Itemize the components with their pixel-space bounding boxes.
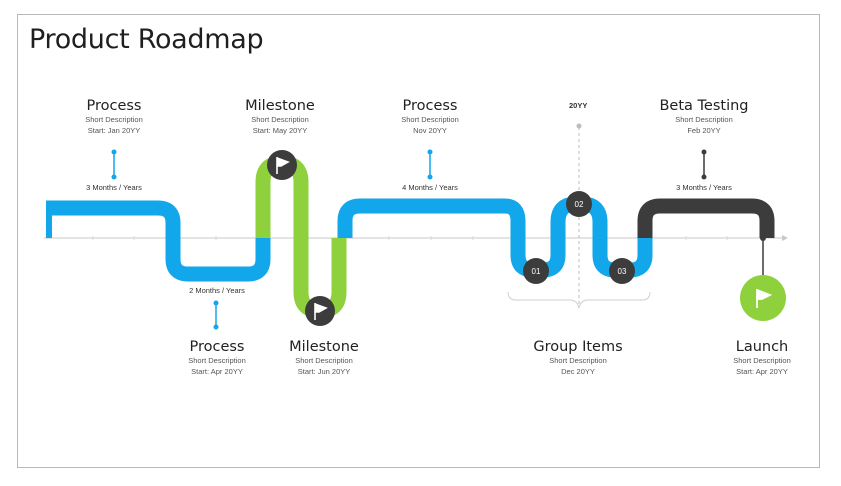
event-desc: Short Description: [85, 115, 143, 124]
path-milestone: [255, 155, 347, 319]
event-title: Process: [86, 98, 142, 114]
flag-icon: [756, 289, 773, 308]
connector-beta: [701, 149, 707, 180]
event-beta-testing: Beta Testing Short Description Feb 20YY: [639, 98, 769, 136]
event-desc: Short Description: [675, 115, 733, 124]
event-date: Dec 20YY: [561, 367, 595, 376]
event-desc: Short Description: [733, 356, 791, 365]
milestone-node-1: [267, 150, 297, 180]
flag-icon: [276, 157, 290, 174]
connector-process-1: [111, 149, 117, 180]
event-desc: Short Description: [251, 115, 309, 124]
duration-process-3: 4 Months / Years: [402, 183, 458, 192]
duration-beta-testing: 3 Months / Years: [676, 183, 732, 192]
milestone-node-2: [305, 296, 335, 326]
event-title: Milestone: [245, 98, 315, 114]
path-process-1: [46, 200, 271, 282]
event-process-3: Process Short Description Nov 20YY: [365, 98, 495, 136]
event-date: Start: Apr 20YY: [191, 367, 243, 376]
event-title: Beta Testing: [659, 98, 749, 114]
duration-process-2: 2 Months / Years: [189, 286, 245, 295]
connector-process-3: [427, 149, 433, 180]
page-title: Product Roadmap: [29, 24, 264, 55]
event-process-2: Process Short Description Start: Apr 20Y…: [152, 339, 282, 377]
year-marker-label: 20YY: [569, 101, 588, 110]
path-beta: [637, 198, 775, 238]
event-desc: Short Description: [401, 115, 459, 124]
group-node-label-3: 03: [618, 267, 627, 276]
event-group-items: Group Items Short Description Dec 20YY: [513, 339, 643, 377]
event-desc: Short Description: [188, 356, 246, 365]
event-launch: Launch Short Description Start: Apr 20YY: [697, 339, 827, 377]
connector-process-2: [213, 300, 219, 330]
event-title: Group Items: [533, 339, 623, 355]
axis-arrow: [782, 235, 788, 241]
event-title: Launch: [735, 339, 789, 355]
event-date: Start: May 20YY: [252, 126, 308, 135]
flag-icon: [314, 303, 328, 320]
event-date: Start: Apr 20YY: [736, 367, 788, 376]
launch-node: [740, 275, 786, 321]
duration-process-1: 3 Months / Years: [86, 183, 142, 192]
event-title: Milestone: [289, 339, 359, 355]
event-date: Start: Jan 20YY: [87, 126, 141, 135]
event-title: Process: [189, 339, 245, 355]
path-start-cap: [46, 201, 52, 238]
group-node-2: 02: [566, 191, 592, 217]
path-process-2: [337, 196, 653, 278]
group-node-3: 03: [609, 258, 635, 284]
event-date: Feb 20YY: [687, 126, 721, 135]
axis-ticks: [92, 236, 728, 240]
event-desc: Short Description: [549, 356, 607, 365]
group-node-label-1: 01: [532, 267, 541, 276]
event-title: Process: [402, 98, 458, 114]
event-milestone-2: Milestone Short Description Start: Jun 2…: [259, 339, 389, 377]
year-marker-dot: [576, 123, 582, 129]
event-desc: Short Description: [295, 356, 353, 365]
group-node-label-2: 02: [575, 200, 584, 209]
group-node-1: 01: [523, 258, 549, 284]
event-milestone-1: Milestone Short Description Start: May 2…: [215, 98, 345, 136]
group-brace: [507, 291, 651, 309]
slide: [17, 14, 820, 468]
event-date: Nov 20YY: [413, 126, 447, 135]
event-process-1: Process Short Description Start: Jan 20Y…: [49, 98, 179, 136]
launch-anchor-dot: [760, 235, 766, 241]
event-date: Start: Jun 20YY: [297, 367, 351, 376]
